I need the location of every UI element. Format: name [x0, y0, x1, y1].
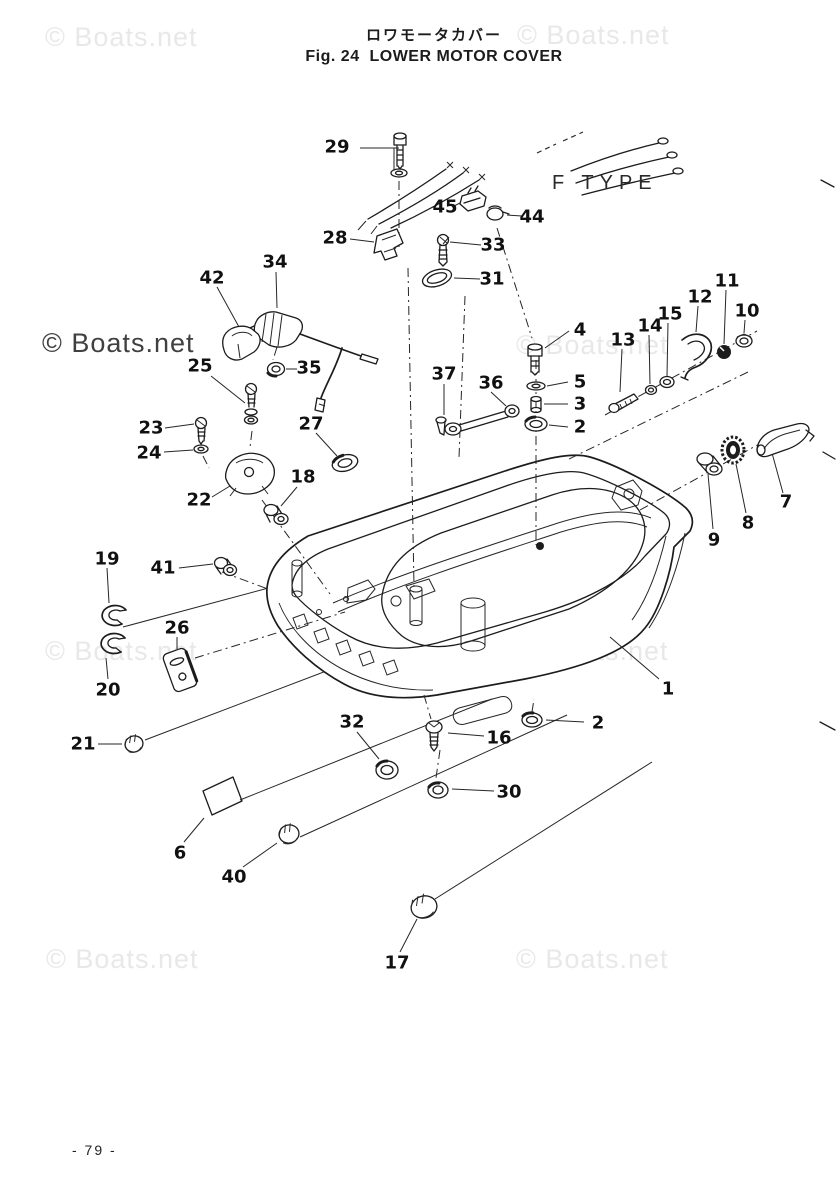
part-18-bushing [264, 505, 288, 525]
callout-7: 7 [779, 491, 793, 513]
part-24-washer [194, 445, 208, 453]
part-2-grommet-lower [522, 713, 542, 727]
callout-17: 17 [384, 952, 410, 974]
lower-motor-cover [267, 455, 692, 724]
part-45-connector [460, 186, 486, 211]
callout-16: 16 [486, 727, 512, 749]
part-32-grommet [376, 761, 398, 779]
part-13-screw [609, 394, 638, 413]
callout-6: 6 [173, 842, 187, 864]
scan-edge-marks [820, 180, 835, 730]
part-20-seal [101, 634, 125, 654]
callout-45: 45 [432, 196, 458, 218]
callout-32: 32 [339, 711, 365, 733]
callout-11: 11 [714, 270, 740, 292]
callout-13: 13 [610, 329, 636, 351]
leader-lines [98, 148, 783, 952]
part-17-cap [408, 891, 439, 921]
part-36-link [445, 405, 519, 435]
callout-19: 19 [94, 548, 120, 570]
part-29-bolt [391, 133, 407, 177]
part-44-connector [487, 206, 509, 220]
part-5-washer [527, 382, 545, 390]
part-34-switch [248, 312, 378, 412]
page-number: - 79 - [72, 1142, 117, 1158]
part-19-seal [102, 606, 126, 626]
callout-22: 22 [186, 489, 212, 511]
part-8-gear-grommet [722, 437, 744, 463]
part-26-plate [162, 647, 198, 693]
part-4-bolt [528, 344, 542, 375]
callout-42: 42 [199, 267, 225, 289]
callout-2: 2 [573, 416, 587, 438]
callout-37: 37 [431, 363, 457, 385]
part-37-pin [436, 417, 446, 435]
callout-36: 36 [478, 372, 504, 394]
part-40-cap [277, 822, 301, 846]
callout-1: 1 [661, 678, 675, 700]
callout-15: 15 [657, 303, 683, 325]
part-31-gasket [420, 266, 453, 290]
part-6-plate [203, 777, 242, 815]
callout-2: 2 [591, 712, 605, 734]
part-30-grommet [428, 782, 448, 798]
callout-4: 4 [573, 319, 587, 341]
part-42-bracket [223, 326, 260, 360]
callout-27: 27 [298, 413, 324, 435]
callout-8: 8 [741, 512, 755, 534]
callout-29: 29 [324, 136, 350, 158]
callout-10: 10 [734, 300, 760, 322]
callout-3: 3 [573, 393, 587, 415]
callout-20: 20 [95, 679, 121, 701]
part-15-washer [660, 377, 674, 388]
part-11-grommet [717, 345, 731, 359]
part-35-nut [268, 363, 285, 377]
callout-21: 21 [70, 733, 96, 755]
figure-title-block: ロワモータカバー Fig. 24 LOWER MOTOR COVER [14, 26, 840, 68]
callout-30: 30 [496, 781, 522, 803]
part-10-nut [736, 334, 752, 347]
part-12-clamp [681, 334, 711, 380]
figure-title-english: Fig. 24 LOWER MOTOR COVER [305, 48, 563, 65]
part-21-cap [123, 733, 145, 754]
callout-28: 28 [322, 227, 348, 249]
callout-24: 24 [136, 442, 162, 464]
callout-35: 35 [296, 357, 322, 379]
part-23-screw [196, 418, 207, 445]
callout-25: 25 [187, 355, 213, 377]
part-9-collar [697, 453, 722, 475]
callout-41: 41 [150, 557, 176, 579]
part-2-grommet-upper [525, 417, 547, 431]
callout-5: 5 [573, 371, 587, 393]
part-33-screw [438, 235, 450, 267]
callout-9: 9 [707, 529, 721, 551]
part-14-washer [646, 386, 657, 395]
callout-23: 23 [138, 417, 164, 439]
callout-34: 34 [262, 251, 288, 273]
part-41-bushing [215, 558, 237, 576]
figure-title-japanese: ロワモータカバー [365, 27, 502, 44]
callout-40: 40 [221, 866, 247, 888]
construction-lines [195, 181, 770, 778]
part-16-screw [426, 721, 442, 751]
callout-12: 12 [687, 286, 713, 308]
part-27-grommet [330, 452, 359, 474]
part-7-lever [757, 424, 814, 457]
callout-33: 33 [480, 234, 506, 256]
callout-31: 31 [479, 268, 505, 290]
f-type-label: F TYPE [552, 172, 658, 194]
callout-26: 26 [164, 617, 190, 639]
callout-18: 18 [290, 466, 316, 488]
part-25-screw [245, 384, 258, 425]
wire-harness [358, 132, 683, 234]
part-22-bracket [226, 453, 275, 496]
callout-14: 14 [637, 315, 663, 337]
callout-44: 44 [519, 206, 545, 228]
part-28-bracket [374, 229, 403, 260]
part-3-collar [531, 397, 541, 413]
